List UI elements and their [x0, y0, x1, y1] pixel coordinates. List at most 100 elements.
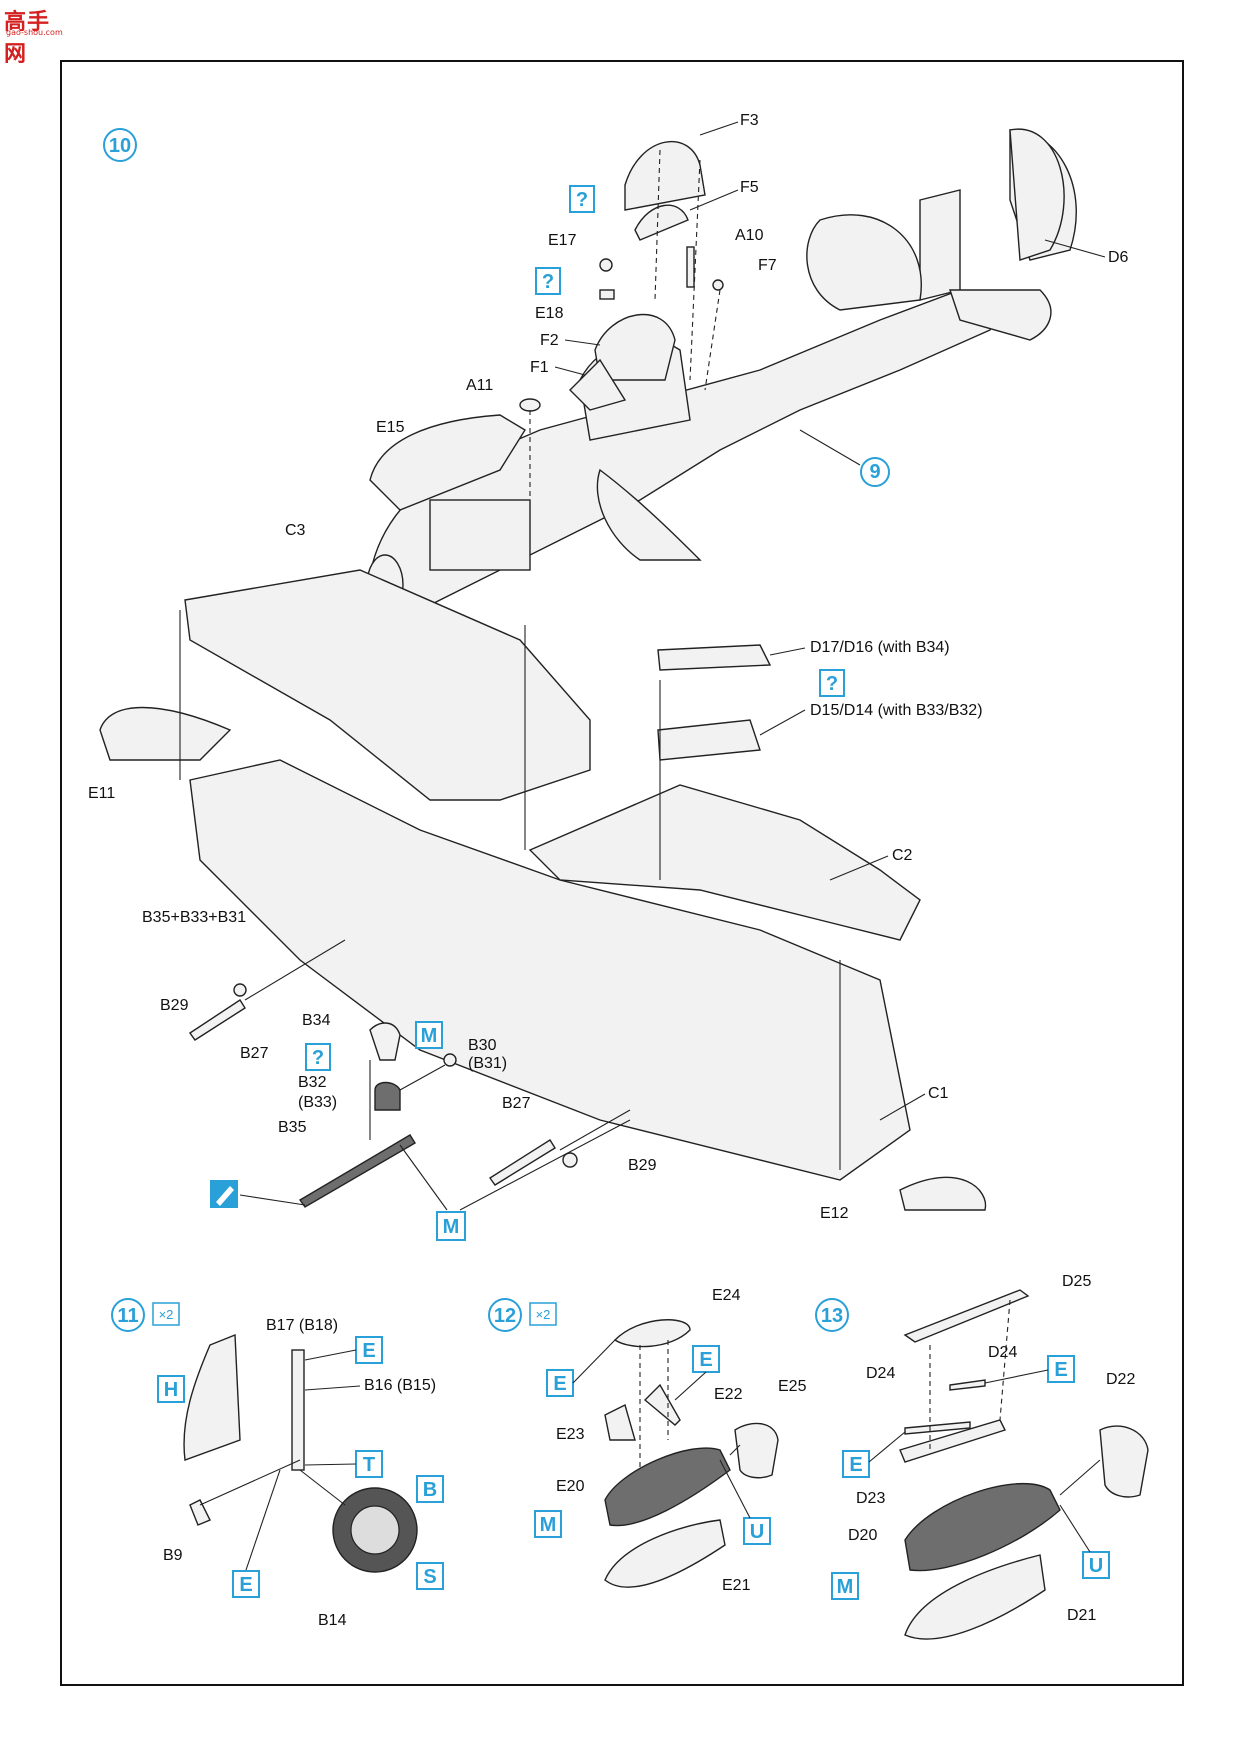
label-B30: B30 — [468, 1037, 497, 1054]
label-F2: F2 — [540, 332, 559, 349]
part-F5 — [634, 204, 689, 241]
part-B30 — [443, 1053, 457, 1067]
step-13-number: 13 — [821, 1305, 843, 1327]
box-E6: E — [842, 1450, 870, 1478]
part-E12 — [899, 1176, 987, 1211]
label-B16: B16 (B15) — [364, 1377, 436, 1394]
label-F3: F3 — [740, 112, 759, 129]
svg-text:E: E — [362, 1340, 375, 1362]
part-D20 — [904, 1482, 1061, 1572]
label-B17: B17 (B18) — [266, 1317, 338, 1334]
part-D21 — [904, 1554, 1046, 1640]
svg-text:T: T — [363, 1454, 375, 1476]
label-D15: D15/D14 (with B33/B32) — [810, 702, 983, 719]
box-T: T — [355, 1450, 383, 1478]
watermark-url: gao-shou.com — [6, 28, 63, 37]
part-E11 — [99, 706, 232, 761]
label-E24: E24 — [712, 1287, 741, 1304]
box-q3: ? — [819, 669, 845, 697]
label-E21: E21 — [722, 1577, 751, 1594]
label-C1: C1 — [928, 1085, 949, 1102]
label-B9: B9 — [163, 1547, 183, 1564]
box-q2: ? — [535, 267, 561, 295]
part-D25 — [903, 1289, 1030, 1343]
label-E25: E25 — [778, 1378, 807, 1395]
step-10-number: 10 — [109, 135, 131, 157]
step-9-ref: 9 — [869, 461, 880, 483]
label-D20: D20 — [848, 1527, 877, 1544]
part-D22 — [1099, 1425, 1149, 1498]
box-H: H — [157, 1375, 185, 1403]
part-E25 — [734, 1422, 779, 1479]
label-E18: E18 — [535, 305, 564, 322]
box-E1: E — [355, 1336, 383, 1364]
label-F1: F1 — [530, 359, 549, 376]
label-A11: A11 — [466, 377, 493, 394]
part-D24b — [949, 1379, 986, 1391]
label-B32: B32 — [298, 1074, 327, 1091]
svg-text:S: S — [423, 1566, 436, 1588]
label-E17: E17 — [548, 232, 577, 249]
svg-text:E: E — [239, 1574, 252, 1596]
label-C2: C2 — [892, 847, 913, 864]
part-E24 — [613, 1319, 691, 1348]
label-E23: E23 — [556, 1426, 585, 1443]
svg-text:B: B — [423, 1479, 437, 1501]
box-M3: M — [534, 1510, 562, 1538]
label-D6: D6 — [1108, 249, 1129, 266]
label-B29a: B29 — [160, 997, 189, 1014]
svg-text:H: H — [164, 1379, 178, 1401]
label-C3: C3 — [285, 522, 306, 539]
box-q1: ? — [569, 185, 595, 213]
label-D23: D23 — [856, 1490, 885, 1507]
part-B34 — [369, 1022, 401, 1061]
svg-text:?: ? — [576, 189, 588, 211]
part-B17 — [183, 1333, 241, 1461]
part-E22 — [643, 1383, 681, 1426]
label-D24b: D24 — [866, 1365, 895, 1382]
label-D21: D21 — [1067, 1607, 1096, 1624]
label-B14: B14 — [318, 1612, 347, 1629]
box-E3: E — [546, 1369, 574, 1397]
part-B27b — [489, 1139, 556, 1186]
box-U2: U — [1082, 1551, 1110, 1579]
part-F3 — [624, 140, 706, 211]
part-E18 — [599, 289, 615, 300]
box-E4: E — [692, 1345, 720, 1373]
label-E12: E12 — [820, 1205, 849, 1222]
step-12-marker: 12 — [488, 1298, 522, 1332]
part-A11 — [519, 398, 541, 412]
part-D6 — [1009, 128, 1065, 261]
box-M4: M — [831, 1572, 859, 1600]
box-M1: M — [415, 1021, 443, 1049]
part-B16 — [291, 1349, 305, 1471]
part-E15 — [369, 414, 526, 511]
svg-text:×2: ×2 — [536, 1307, 551, 1322]
box-q4: ? — [305, 1043, 331, 1071]
label-F5: F5 — [740, 179, 759, 196]
paint-brush-icon — [210, 1180, 238, 1208]
step-11-number: 11 — [117, 1305, 138, 1327]
svg-text:M: M — [540, 1514, 557, 1536]
part-C3 — [184, 569, 591, 801]
label-A10: A10 — [735, 227, 764, 244]
label-B29b: B29 — [628, 1157, 657, 1174]
label-F7: F7 — [758, 257, 777, 274]
part-E20 — [604, 1447, 731, 1527]
multiplier-11: ×2 — [152, 1302, 180, 1326]
fuselage-assembly — [366, 129, 1077, 616]
label-B34: B34 — [302, 1012, 331, 1029]
part-B32 — [374, 1081, 401, 1111]
part-A10 — [686, 246, 695, 288]
svg-text:E: E — [1054, 1359, 1067, 1381]
part-B29a — [233, 983, 247, 997]
part-C1 — [189, 759, 911, 1181]
label-D24a: D24 — [988, 1344, 1017, 1361]
label-D17: D17/D16 (with B34) — [810, 639, 950, 656]
part-E23 — [604, 1403, 636, 1441]
label-D22: D22 — [1106, 1371, 1135, 1388]
label-B27a: B27 — [240, 1045, 269, 1062]
svg-text:M: M — [421, 1025, 438, 1047]
svg-text:U: U — [750, 1521, 764, 1543]
